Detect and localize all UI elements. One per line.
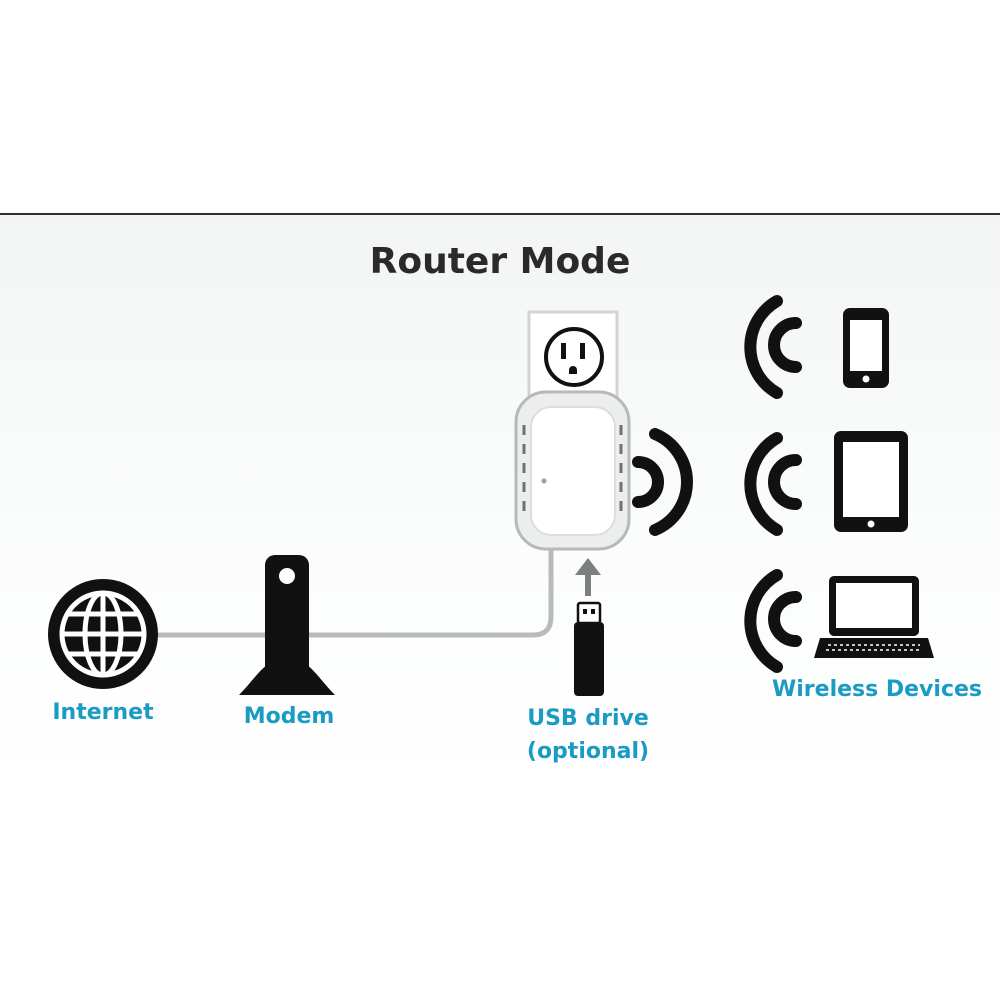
wifi-signal-icon xyxy=(744,569,802,673)
usb-optional-label: (optional) xyxy=(527,739,649,764)
wifi-signal-icon xyxy=(744,295,802,399)
modem-label: Modem xyxy=(244,704,335,729)
modem-icon xyxy=(239,555,335,695)
usb-drive-icon xyxy=(574,601,604,696)
internet-label: Internet xyxy=(52,700,154,725)
globe-icon xyxy=(48,579,158,689)
wifi-signal-icon xyxy=(744,432,802,536)
diagram-title: Router Mode xyxy=(370,241,631,282)
wireless-devices-label: Wireless Devices xyxy=(772,677,982,702)
diagram-panel xyxy=(0,213,1000,787)
smartphone-icon xyxy=(843,308,889,388)
usb-drive-label: USB drive xyxy=(527,706,649,731)
network-cable xyxy=(155,545,554,638)
laptop-icon xyxy=(814,576,934,658)
tablet-icon xyxy=(834,431,908,532)
up-arrow-icon xyxy=(575,558,601,596)
router-extender-icon xyxy=(514,390,631,551)
wifi-signal-icon xyxy=(632,428,693,536)
